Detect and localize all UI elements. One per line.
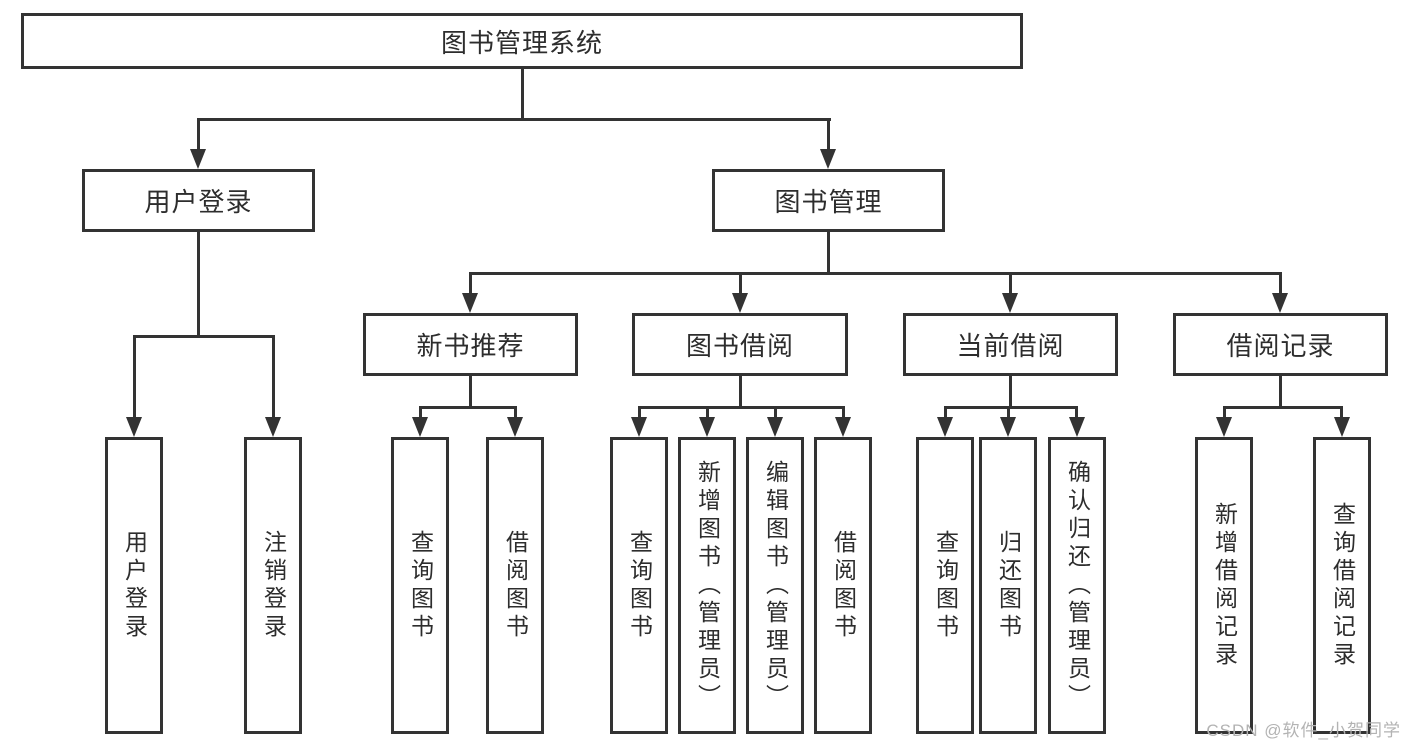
node-library-management-system: 图书管理系统 [21,13,1023,69]
connector-line [1279,272,1282,298]
leaf-label: 新增图书（管理员） [694,459,721,712]
connector-line [638,406,844,409]
leaf-label: 查询图书 [407,529,434,642]
arrow-down-icon [1334,417,1350,437]
leaf-query-books-borrowing: 查询图书 [610,437,668,734]
connector-line [521,69,524,120]
connector-line [1340,406,1343,424]
arrow-down-icon [820,149,836,169]
connector-line [469,272,472,298]
arrow-down-icon [1272,293,1288,313]
leaf-user-login: 用户登录 [105,437,163,734]
connector-line [272,335,275,421]
csdn-watermark: CSDN @软件_小贺同学 [1206,721,1401,740]
connector-line [1009,376,1012,408]
connector-line [1007,406,1010,424]
connector-line [419,406,422,424]
node-book-borrowing: 图书借阅 [632,313,848,376]
node-label: 用户登录 [144,187,253,217]
arrow-down-icon [767,417,783,437]
node-borrowing-records: 借阅记录 [1173,313,1388,376]
connector-line [1223,406,1343,409]
connector-line [706,406,709,424]
arrow-down-icon [937,417,953,437]
arrow-down-icon [1069,417,1085,437]
arrow-down-icon [699,417,715,437]
leaf-label: 查询图书 [932,529,959,642]
leaf-label: 用户登录 [121,529,148,642]
connector-line [469,272,1281,275]
connector-line [739,272,742,298]
arrow-down-icon [462,293,478,313]
leaf-confirm-return-admin: 确认归还（管理员） [1048,437,1106,734]
leaf-borrow-books: 借阅图书 [814,437,872,734]
node-new-book-recommendation: 新书推荐 [363,313,578,376]
connector-line [1009,272,1012,298]
leaf-label: 确认归还（管理员） [1064,459,1091,712]
connector-line [197,118,200,154]
arrow-down-icon [1216,417,1232,437]
connector-line [1279,376,1282,408]
connector-line [133,335,136,421]
node-current-borrowing: 当前借阅 [903,313,1118,376]
leaf-edit-books-admin: 编辑图书（管理员） [746,437,804,734]
node-book-management: 图书管理 [712,169,945,232]
arrow-down-icon [507,417,523,437]
node-label: 图书借阅 [685,331,794,361]
node-label: 当前借阅 [956,331,1065,361]
leaf-return-books: 归还图书 [979,437,1037,734]
connector-line [774,406,777,424]
leaf-query-books-recommend: 查询图书 [391,437,449,734]
leaf-label: 查询图书 [626,529,653,642]
leaf-label: 注销登录 [260,529,287,642]
connector-line [827,118,830,154]
leaf-add-books-admin: 新增图书（管理员） [678,437,736,734]
connector-line [469,376,472,408]
connector-line [827,232,830,275]
connector-line [197,118,831,121]
node-label: 借阅记录 [1226,331,1335,361]
arrow-down-icon [126,417,142,437]
connector-line [638,406,641,424]
arrow-down-icon [1002,293,1018,313]
leaf-query-borrow-record: 查询借阅记录 [1313,437,1371,734]
leaf-label: 查询借阅记录 [1329,501,1356,670]
connector-line [133,335,274,338]
connector-line [739,376,742,408]
leaf-logout: 注销登录 [244,437,302,734]
leaf-label: 借阅图书 [502,529,529,642]
arrow-down-icon [1000,417,1016,437]
connector-line [419,406,516,409]
connector-line [944,406,947,424]
leaf-label: 借阅图书 [830,529,857,642]
arrow-down-icon [732,293,748,313]
node-label: 图书管理 [774,187,883,217]
node-user-login: 用户登录 [82,169,315,232]
connector-line [842,406,845,424]
leaf-label: 编辑图书（管理员） [762,459,789,712]
leaf-add-borrow-record: 新增借阅记录 [1195,437,1253,734]
arrow-down-icon [835,417,851,437]
leaf-query-books-current: 查询图书 [916,437,974,734]
node-label: 新书推荐 [416,331,525,361]
leaf-label: 归还图书 [995,529,1022,642]
arrow-down-icon [265,417,281,437]
connector-line [197,232,200,338]
connector-line [1223,406,1226,424]
arrow-down-icon [412,417,428,437]
connector-line [944,406,1078,409]
leaf-label: 新增借阅记录 [1211,501,1238,670]
connector-line [1075,406,1078,424]
arrow-down-icon [190,149,206,169]
arrow-down-icon [631,417,647,437]
node-label: 图书管理系统 [440,27,603,58]
leaf-borrow-books-recommend: 借阅图书 [486,437,544,734]
connector-line [514,406,517,424]
